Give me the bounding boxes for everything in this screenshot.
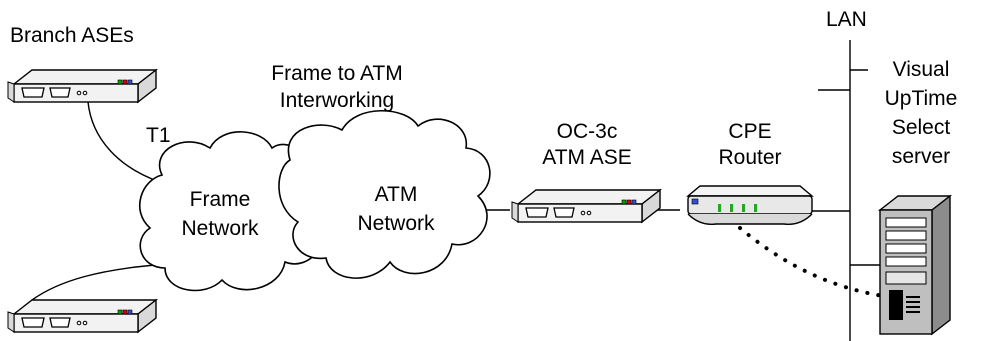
server-label-line1: Visual bbox=[892, 58, 950, 81]
interworking-label-line1: Frame to ATM bbox=[271, 62, 403, 85]
bottom-branch-link bbox=[31, 264, 156, 301]
cpe-router-icon bbox=[686, 185, 814, 225]
server-label-line4: server bbox=[891, 145, 951, 168]
oc3c-label-line2: ATM ASE bbox=[542, 146, 632, 169]
cpe-router-label-line1: CPE bbox=[728, 120, 772, 143]
lan-label: LAN bbox=[826, 8, 867, 31]
branch-ases-label: Branch ASEs bbox=[10, 24, 134, 47]
cpe-router-label-line2: Router bbox=[718, 146, 782, 169]
atm-network-cloud-icon bbox=[278, 110, 491, 279]
t1-label: T1 bbox=[146, 124, 171, 147]
frame-network-label-line2: Network bbox=[181, 217, 259, 240]
branch-ase-bottom-icon bbox=[7, 299, 157, 333]
atm-network-label-line2: Network bbox=[357, 212, 435, 235]
tower-server-icon bbox=[877, 194, 953, 336]
management-dotted-link bbox=[738, 226, 892, 299]
server-label-line3: Select bbox=[891, 116, 951, 139]
interworking-label-line2: Interworking bbox=[279, 89, 395, 112]
oc3c-label-line1: OC-3c bbox=[556, 120, 618, 143]
branch-ase-top-icon bbox=[7, 69, 157, 103]
oc3c-atm-ase-icon bbox=[511, 189, 661, 223]
frame-network-label-line1: Frame bbox=[189, 188, 251, 211]
server-label-line2: UpTime bbox=[884, 87, 958, 110]
t1-link bbox=[87, 101, 161, 183]
atm-network-label-line1: ATM bbox=[374, 183, 418, 206]
